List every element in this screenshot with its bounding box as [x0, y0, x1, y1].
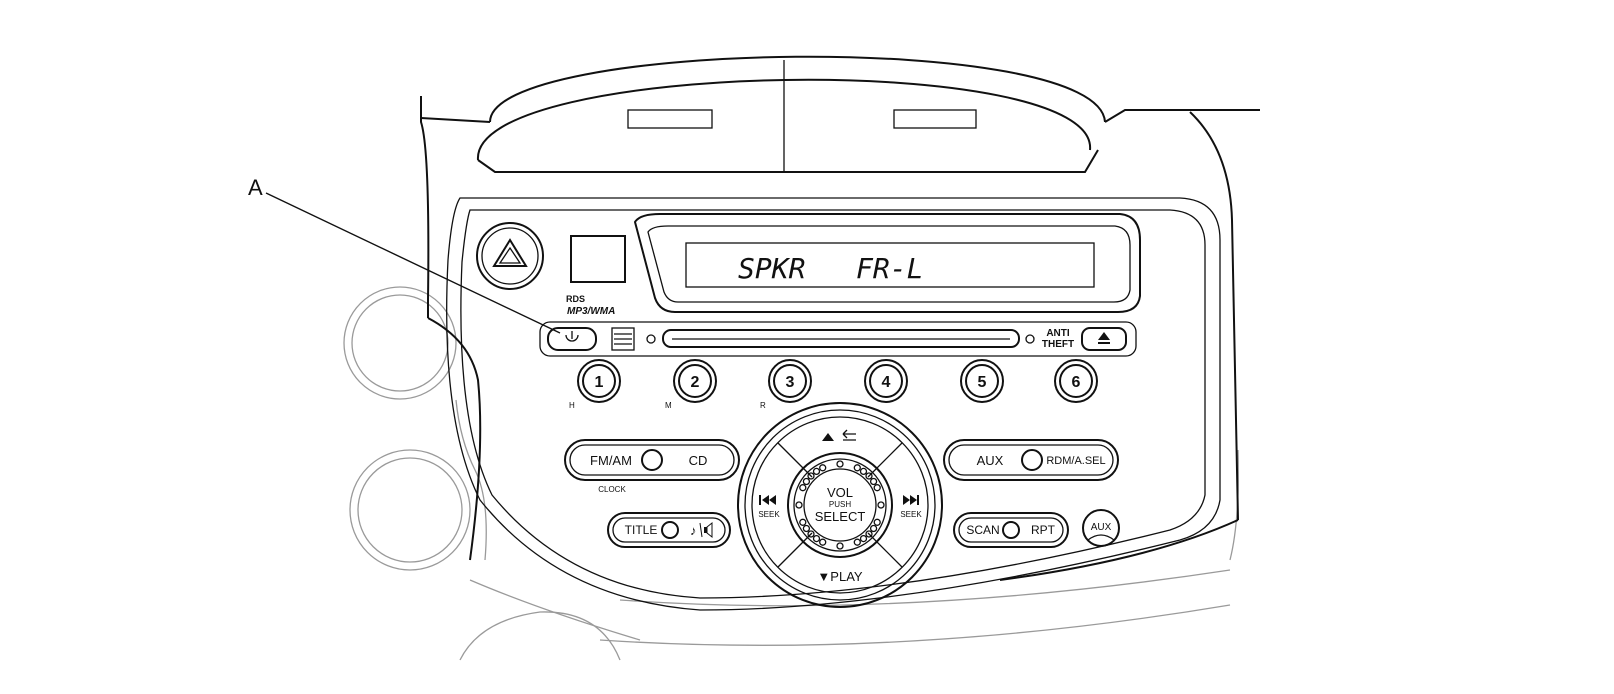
preset-button-2[interactable]: 2M — [665, 359, 717, 410]
control-dial — [737, 402, 943, 608]
title-button[interactable]: TITLE — [625, 523, 658, 537]
grip-mark — [807, 530, 815, 538]
preset-button-4[interactable]: 4 — [864, 359, 908, 403]
grip-mark — [873, 518, 881, 526]
anti-theft-label-2: THEFT — [1042, 339, 1074, 350]
indicator-square — [570, 235, 626, 283]
grip-mark — [853, 464, 861, 472]
scan-rpt-frame — [953, 512, 1069, 548]
seek-left-label: SEEK — [758, 510, 780, 519]
grip-mark — [865, 472, 873, 480]
grip-mark — [877, 501, 885, 509]
grip-mark — [799, 518, 807, 526]
preset-number: 4 — [882, 374, 891, 391]
volume-knob[interactable] — [787, 452, 893, 558]
grip-mark — [802, 477, 811, 486]
seek-back-button[interactable] — [759, 495, 776, 505]
aux-rdm-selector-icon — [1021, 449, 1043, 471]
power-button[interactable] — [547, 327, 597, 351]
preset-number: 1 — [595, 374, 604, 391]
anti-theft-led-icon — [1025, 334, 1035, 344]
aux-button[interactable]: AUX — [977, 453, 1004, 468]
grip-mark — [873, 484, 881, 492]
seek-forward-button[interactable] — [903, 495, 919, 505]
display-housing — [633, 213, 1141, 313]
rpt-button[interactable]: RPT — [1031, 523, 1056, 537]
play-button[interactable]: ▼PLAY — [817, 569, 862, 584]
grip-mark — [812, 467, 821, 476]
up-back-button[interactable] — [822, 429, 856, 441]
svg-text:♪: ♪ — [690, 523, 697, 538]
grip-mark — [807, 472, 815, 480]
hazard-button[interactable] — [476, 222, 544, 290]
grip-mark — [865, 530, 873, 538]
grip-mark — [802, 524, 811, 533]
preset-button-5[interactable]: 5 — [960, 359, 1004, 403]
grip-mark — [799, 484, 807, 492]
rds-logo: RDS — [566, 294, 585, 304]
eject-icon — [1098, 332, 1110, 344]
fm-am-cd-selector-icon — [641, 449, 663, 471]
grip-mark — [819, 538, 827, 546]
callout-label: A — [248, 175, 263, 200]
vol-label: VOL — [827, 485, 853, 500]
grip-mark — [859, 467, 868, 476]
preset-number: 2 — [691, 374, 700, 391]
grip-mark — [853, 538, 861, 546]
mp3-wma-logo: MP3/WMA — [567, 306, 615, 317]
rdm-button[interactable]: RDM/A.SEL — [1046, 455, 1105, 467]
aux-rdm-frame — [943, 439, 1119, 481]
slot-row-frame — [539, 321, 1137, 357]
preset-button-3[interactable]: 3R — [760, 359, 812, 410]
display-text: SPKR FR-L — [738, 252, 923, 285]
grip-mark — [869, 524, 878, 533]
music-speaker-icon[interactable]: ♪ — [690, 521, 713, 539]
aux-jack-label: AUX — [1091, 522, 1112, 533]
preset-sub-label: R — [760, 401, 766, 410]
preset-button-6[interactable]: 6 — [1054, 359, 1098, 403]
dashboard-background — [343, 286, 1239, 661]
knob-grip-marks — [795, 460, 885, 550]
select-label: SELECT — [815, 509, 866, 524]
fm-am-cd-frame — [564, 439, 740, 481]
preset-number: 5 — [978, 374, 987, 391]
grip-mark — [869, 477, 878, 486]
cd-logo-icon — [611, 327, 635, 351]
grip-mark — [819, 464, 827, 472]
eject-button[interactable] — [1081, 327, 1127, 351]
callout-leader-line — [265, 192, 561, 334]
cd-button[interactable]: CD — [689, 453, 708, 468]
clock-label: CLOCK — [598, 485, 626, 494]
fm-am-button[interactable]: FM/AM — [590, 453, 632, 468]
aux-jack[interactable] — [1082, 509, 1120, 547]
scan-rpt-selector-icon — [1002, 521, 1020, 539]
cd-indicator-icon — [646, 334, 656, 344]
radio-face — [446, 197, 1221, 611]
title-frame — [607, 512, 731, 548]
power-icon — [565, 331, 579, 342]
grip-mark — [795, 501, 803, 509]
cd-slot[interactable] — [662, 329, 1020, 348]
grip-mark — [859, 534, 868, 543]
preset-sub-label: M — [665, 401, 672, 410]
anti-theft-label-1: ANTI — [1046, 328, 1070, 339]
seek-right-label: SEEK — [900, 510, 922, 519]
lcd-screen — [685, 242, 1095, 288]
dashboard-frame — [420, 55, 1260, 581]
preset-sub-label: H — [569, 401, 575, 410]
preset-number: 6 — [1072, 374, 1081, 391]
grip-mark — [836, 542, 844, 550]
grip-mark — [812, 534, 821, 543]
title-selector-icon — [661, 521, 679, 539]
push-label: PUSH — [829, 500, 851, 509]
preset-button-1[interactable]: 1H — [569, 359, 621, 410]
preset-number: 3 — [786, 374, 795, 391]
grip-mark — [836, 460, 844, 468]
scan-button[interactable]: SCAN — [966, 523, 999, 537]
